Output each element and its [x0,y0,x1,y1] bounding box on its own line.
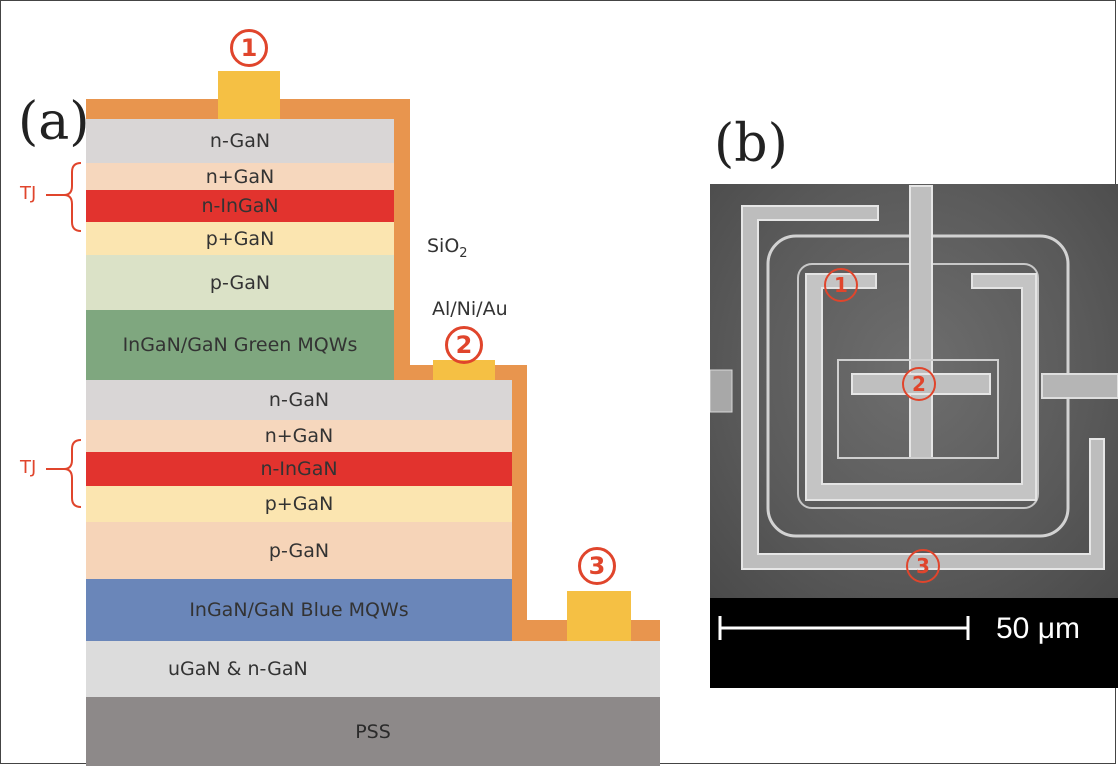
sem-marker-1: 1 [824,268,858,302]
layer-pplus-gan-top: p+GaN [86,222,394,255]
layer-n-gan-mid: n-GaN [86,380,512,420]
scale-bar-label: 50 μm [996,612,1080,645]
metal-label: Al/Ni/Au [432,298,508,320]
sio2-label-text: SiO [427,235,460,257]
sem-marker-3: 3 [906,549,940,583]
side-pad-left [710,369,733,413]
sio2-label: SiO2 [427,235,468,261]
contact-marker-3: 3 [578,547,616,585]
contact-pad-1 [218,71,280,119]
electrode-cross-vertical [909,185,933,459]
sem-marker-2: 2 [902,367,936,401]
contact-pad-3 [567,591,631,641]
scale-bar [718,616,970,640]
layer-pss: PSS [86,697,660,766]
layer-n-ingan-mid: n-InGaN [86,452,512,486]
layer-nplus-gan-mid: n+GaN [86,420,512,452]
panel-b-label: (b) [714,114,788,174]
sem-micrograph: 1 2 3 50 μm [710,184,1118,688]
panel-a-label: (a) [18,92,90,152]
layer-green-mqw: InGaN/GaN Green MQWs [86,310,394,380]
tj-label-bottom: TJ [20,457,37,478]
layer-n-ingan-top: n-InGaN [86,190,394,222]
layer-n-gan-top: n-GaN [86,119,394,163]
tj-bracket-top [46,162,82,508]
electrode-contact-1 [805,273,1037,501]
tj-label-top: TJ [20,183,37,204]
contact-pad-2 [433,360,495,380]
layer-blue-mqw: InGaN/GaN Blue MQWs [86,579,512,641]
layer-p-gan-mid: p-GaN [86,522,512,579]
layer-p-gan-top: p-GaN [86,255,394,310]
inner-mesa-outline [837,359,999,459]
layer-ugan-n-gan: uGaN & n-GaN [86,641,660,697]
layer-nplus-gan-top: n+GaN [86,163,394,190]
layer-pplus-gan-mid: p+GaN [86,486,512,522]
electrode-outer-frame [741,205,1105,570]
contact-marker-1: 1 [230,29,268,67]
sio2-subscript: 2 [459,245,468,261]
side-pad-right [1041,373,1118,399]
contact-marker-2: 2 [445,326,483,364]
